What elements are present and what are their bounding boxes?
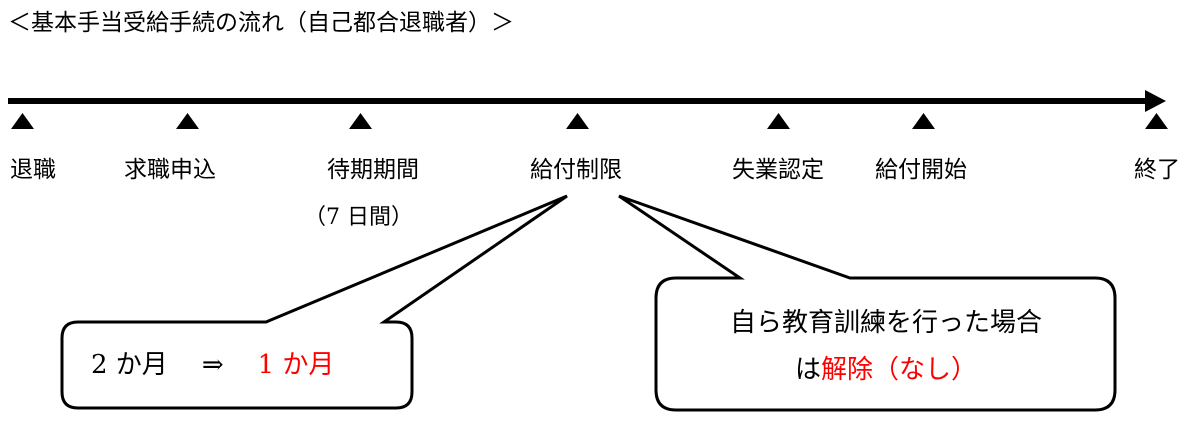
milestone-sublabel-waiting-days: （7 日間） <box>304 205 413 230</box>
timeline-arrowhead <box>1145 90 1166 112</box>
callout-right-line2-prefix: は <box>794 355 821 385</box>
milestone-label-retirement: 退職 <box>10 157 56 183</box>
milestone-marker <box>1145 113 1168 129</box>
milestone-label-benefit-start: 給付開始 <box>875 157 967 183</box>
milestone-marker <box>767 113 790 129</box>
callout-right-line2: は解除（なし） <box>662 350 1110 390</box>
callout-left-arrow: ⇒ <box>201 350 224 380</box>
callout-right-bubble <box>618 194 1117 412</box>
callout-left-before: 2 か月 <box>91 350 168 380</box>
milestone-label-unemployment-certification: 失業認定 <box>732 157 824 183</box>
callout-left-bubble <box>60 194 568 410</box>
milestone-marker <box>349 113 372 129</box>
callout-right-line1: 自ら教育訓練を行った場合 <box>729 308 1042 338</box>
callout-left-after: 1 か月 <box>257 350 335 380</box>
callout-left-text: 2 か月 ⇒ 1 か月 <box>91 345 334 385</box>
milestone-label-job-application: 求職申込 <box>124 157 216 183</box>
callout-right-line2-highlight: 解除（なし） <box>821 355 978 385</box>
milestone-label-waiting-period: 待期期間 <box>327 157 419 183</box>
page-title: ＜基本手当受給手続の流れ（自己都合退職者）＞ <box>8 10 514 36</box>
milestone-label-benefit-restriction: 給付制限 <box>530 157 622 183</box>
milestone-marker <box>176 113 199 129</box>
milestone-marker <box>566 113 589 129</box>
milestone-label-end: 終了 <box>1134 157 1180 183</box>
milestone-marker <box>11 113 34 129</box>
milestone-marker <box>912 113 935 129</box>
